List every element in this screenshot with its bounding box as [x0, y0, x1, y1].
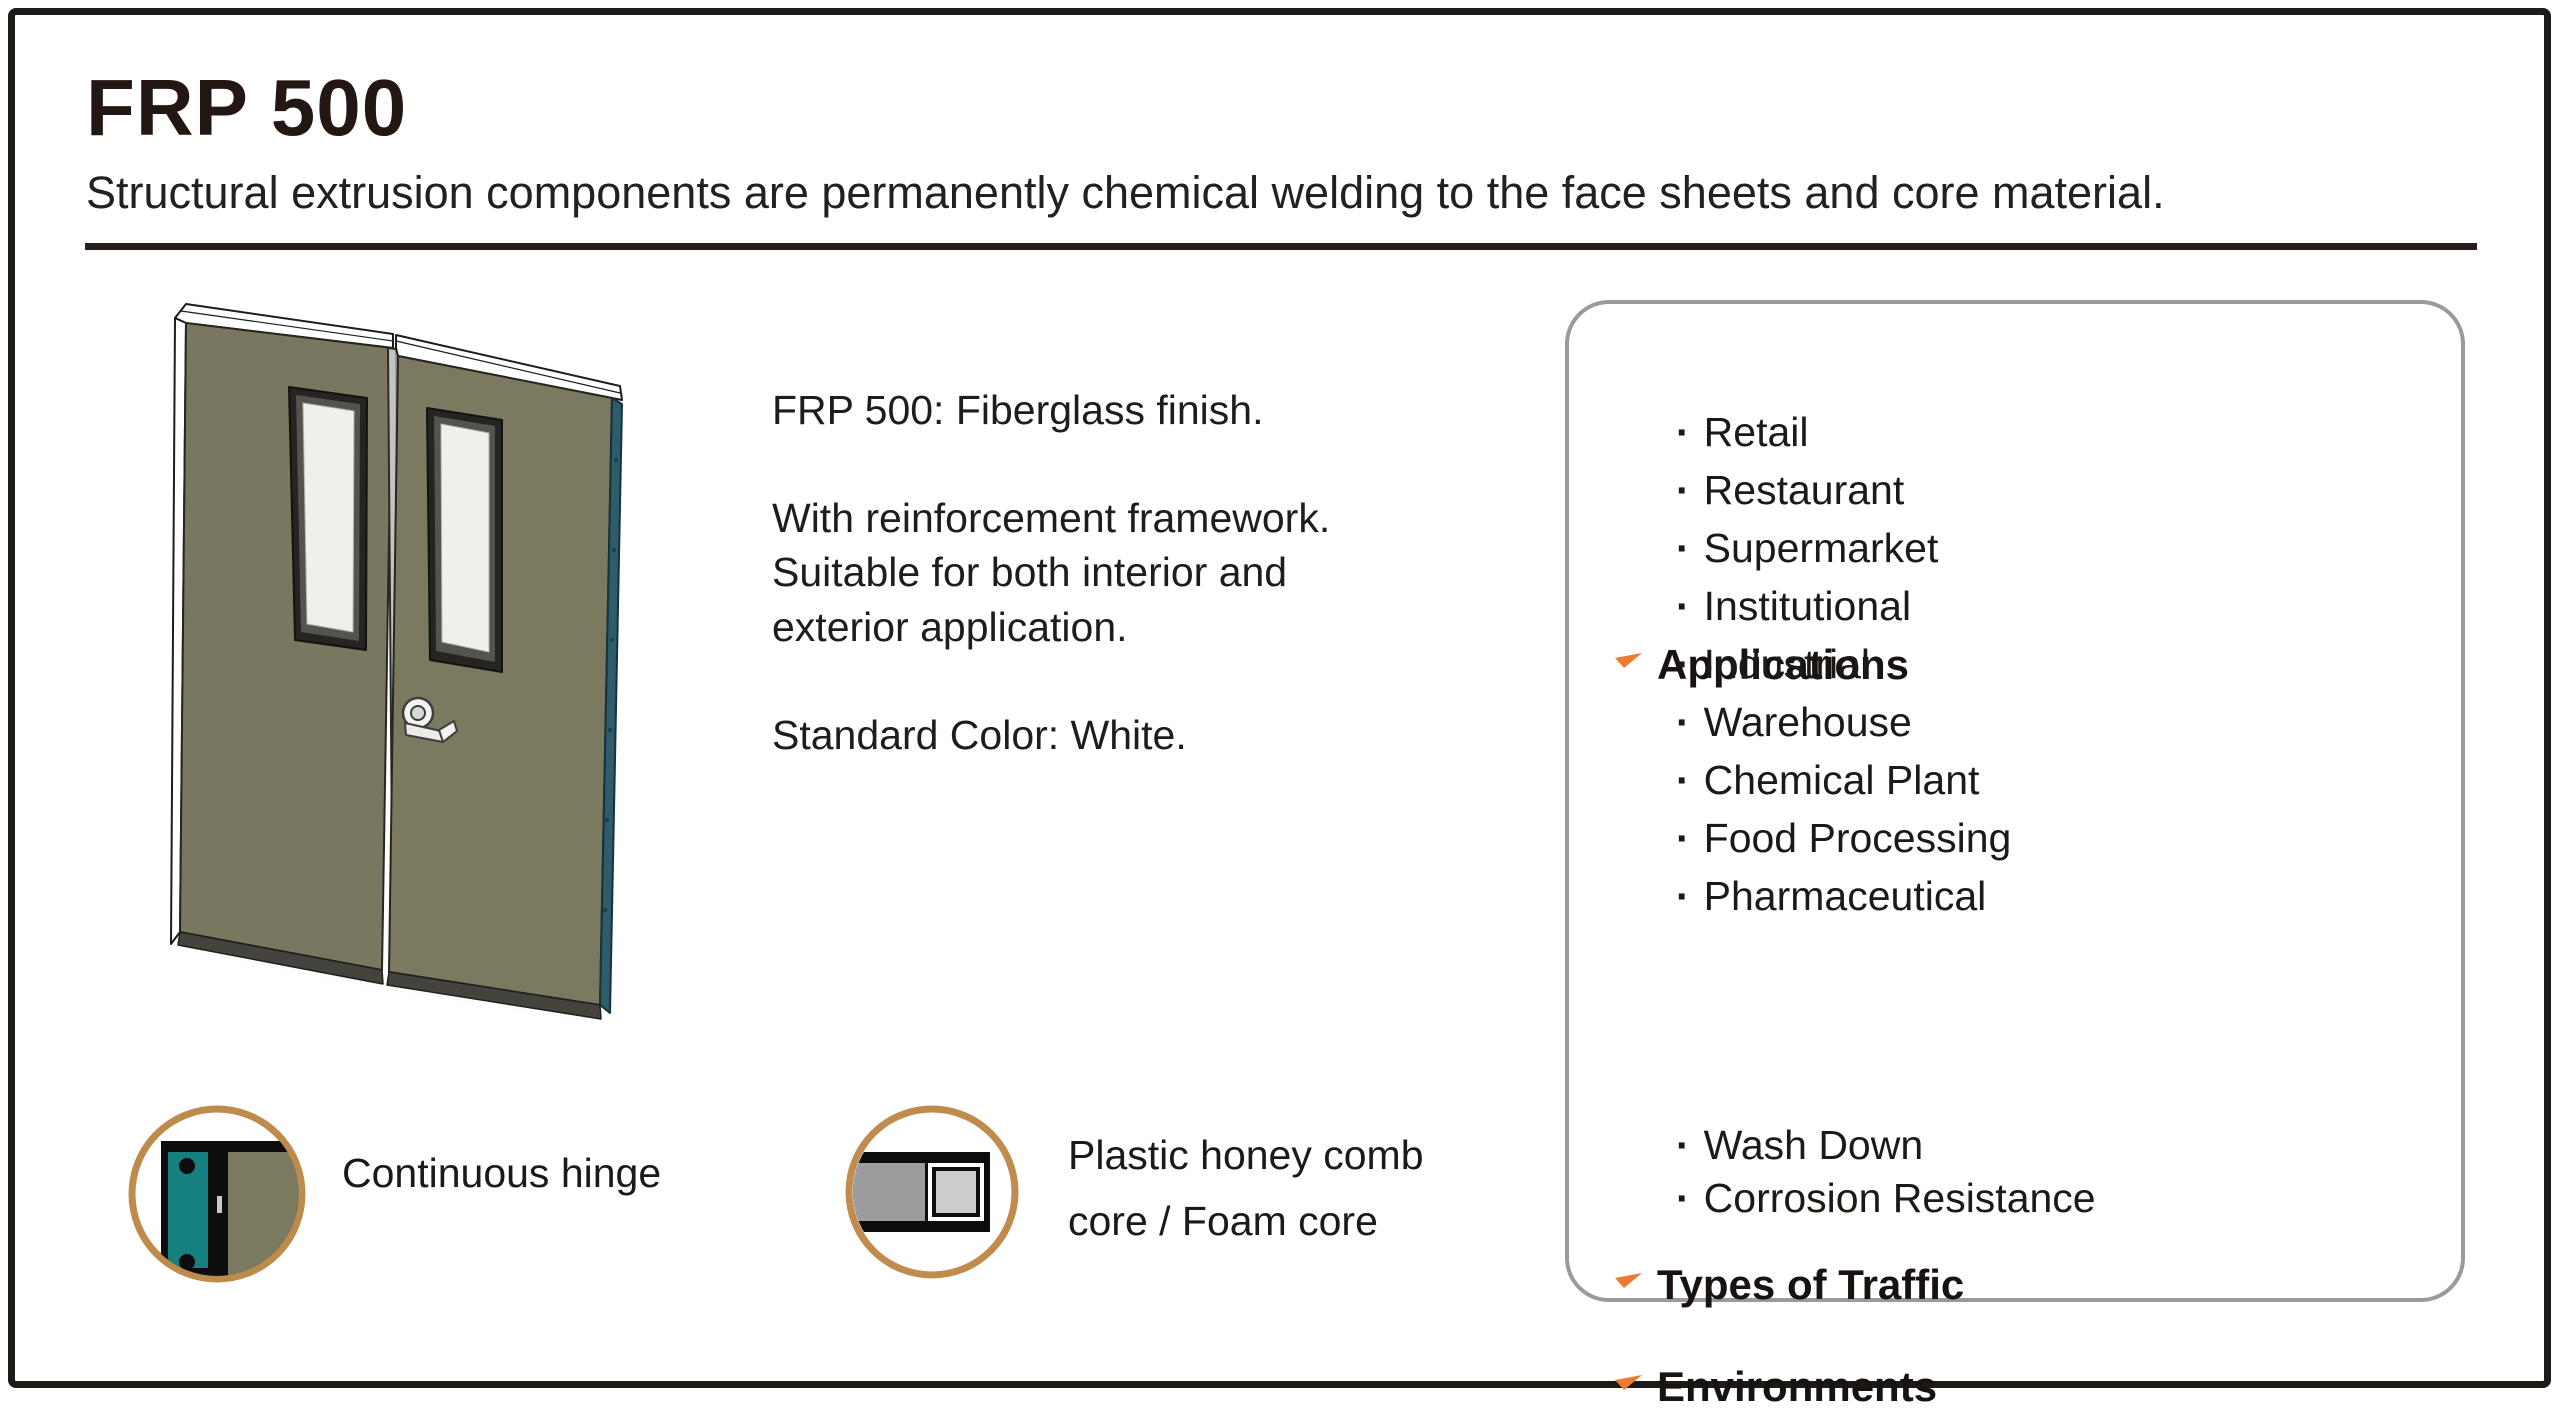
bullet: ·: [1676, 1175, 1690, 1221]
detail-caption: Plastic honey comb core / Foam core: [1068, 1122, 1424, 1254]
list-item-label: Institutional: [1703, 583, 1912, 629]
section-title: Environments: [1657, 1363, 1938, 1410]
list-item: · Warehouse: [1676, 702, 1912, 743]
bullet: ·: [1676, 409, 1690, 455]
list-item: · Corrosion Resistance: [1676, 1178, 2096, 1219]
list-item-label: Industrial: [1703, 641, 1871, 687]
section-title: Types of Traffic: [1657, 1261, 1965, 1308]
list-item-label: Retail: [1703, 409, 1809, 455]
bullet: ·: [1676, 873, 1690, 919]
double-door-illustration: [170, 303, 623, 1025]
list-item-label: Supermarket: [1703, 525, 1939, 571]
applications-panel: Applications · Retail · Restaurant · Superm…: [1565, 300, 2465, 1408]
bullet: ·: [1676, 467, 1690, 513]
detail-caption-line: Plastic honey comb: [1068, 1132, 1424, 1178]
list-item: · Retail: [1676, 412, 1808, 453]
flag-icon: [1615, 1273, 1642, 1288]
list-item-label: Chemical Plant: [1703, 757, 1980, 803]
list-item: · Industrial: [1676, 644, 1870, 685]
bullet: ·: [1676, 641, 1690, 687]
section-header-environments: Environments: [1615, 1366, 1937, 1408]
flag-icon: [1615, 653, 1642, 668]
flag-icon: [1615, 1375, 1642, 1390]
core-cross-section-icon: [845, 1105, 1019, 1279]
description-line: FRP 500: Fiberglass finish.: [772, 387, 1264, 433]
description-line: exterior application.: [772, 604, 1128, 650]
list-item-label: Pharmaceutical: [1703, 873, 1987, 919]
detail-caption-line: core / Foam core: [1068, 1198, 1378, 1244]
description-line: With reinforcement framework.: [772, 495, 1331, 541]
list-item-label: Wash Down: [1703, 1122, 1924, 1168]
list-item: · Institutional: [1676, 586, 1911, 627]
continuous-hinge-icon: [128, 1105, 306, 1283]
list-item: · Supermarket: [1676, 528, 1938, 569]
bullet: ·: [1676, 757, 1690, 803]
list-item: · Chemical Plant: [1676, 760, 1979, 801]
bullet: ·: [1676, 699, 1690, 745]
list-item-label: Warehouse: [1703, 699, 1912, 745]
list-item-label: Food Processing: [1703, 815, 2012, 861]
page-subtitle: Structural extrusion components are perm…: [86, 167, 2165, 218]
bullet: ·: [1676, 583, 1690, 629]
list-item: · Food Processing: [1676, 818, 2011, 859]
list-item-label: Restaurant: [1703, 467, 1905, 513]
list-item: · Wash Down: [1676, 1125, 1923, 1166]
section-header-applications: Applications: [1615, 644, 1909, 686]
list-item-label: Corrosion Resistance: [1703, 1175, 2096, 1221]
detail-caption: Continuous hinge: [342, 1140, 661, 1206]
divider: [85, 243, 2477, 250]
bullet: ·: [1676, 1122, 1690, 1168]
page-title: FRP 500: [86, 63, 408, 152]
description-line: Standard Color: White.: [772, 712, 1187, 758]
page-border: [8, 8, 2551, 1388]
list-item: · Pharmaceutical: [1676, 876, 1986, 917]
list-item: · Restaurant: [1676, 470, 1904, 511]
section-header-types-of-traffic: Types of Traffic: [1615, 1264, 1964, 1306]
detail-caption-line: Continuous hinge: [342, 1150, 662, 1196]
section-title: Applications: [1657, 641, 1910, 688]
description-line: Suitable for both interior and: [772, 549, 1288, 595]
bullet: ·: [1676, 815, 1690, 861]
bullet: ·: [1676, 525, 1690, 571]
